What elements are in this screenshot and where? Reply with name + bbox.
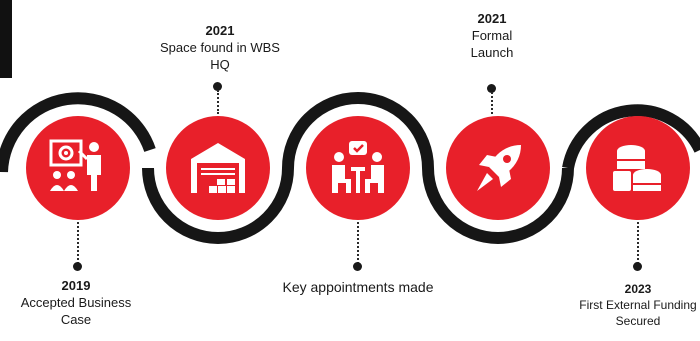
meeting-icon [332,141,384,193]
milestone-1-stem [77,222,79,264]
coins-icon [613,145,662,191]
milestone-1-dot [73,262,82,271]
milestone-4-label: 2021 Formal Launch [432,10,552,61]
milestone-3-stem [357,222,359,264]
milestone-text: Space found in WBS HQ [160,40,280,72]
arc-5 [562,104,700,170]
milestone-3-label: Key appointments made [280,279,436,296]
milestone-text: First External Funding Secured [579,298,697,328]
milestone-4-stem [491,92,493,114]
arc-4 [422,167,574,244]
milestone-1-circle [26,116,130,220]
milestone-year: 2021 [205,23,235,38]
arc-2 [142,167,294,244]
milestone-3-circle [306,116,410,220]
arc-1 [0,92,156,173]
milestone-2-stem [217,90,219,114]
milestone-5-stem [637,222,639,264]
milestone-2-label: 2021 Space found in WBS HQ [150,22,290,73]
milestone-5-dot [633,262,642,271]
milestone-4-dot [487,84,496,93]
milestone-2-dot [213,82,222,91]
warehouse-icon [191,143,245,193]
milestone-5-label: 2023 First External Funding Secured [576,281,700,329]
presentation-icon [49,139,101,191]
milestone-year: 2023 [624,282,652,296]
milestone-2-circle [166,116,270,220]
milestone-year: 2021 [477,11,507,26]
milestone-text: Accepted Business Case [20,295,132,327]
milestone-1-label: 2019 Accepted Business Case [6,277,146,328]
milestone-text: Key appointments made [282,279,434,295]
milestone-4-circle [446,116,550,220]
milestone-text: Formal Launch [470,28,514,60]
milestone-3-dot [353,262,362,271]
decorative-left-bar [0,0,12,78]
milestone-5-circle [586,116,690,220]
arc-3 [282,92,434,169]
rocket-icon [477,145,521,191]
milestone-year: 2019 [61,278,91,293]
